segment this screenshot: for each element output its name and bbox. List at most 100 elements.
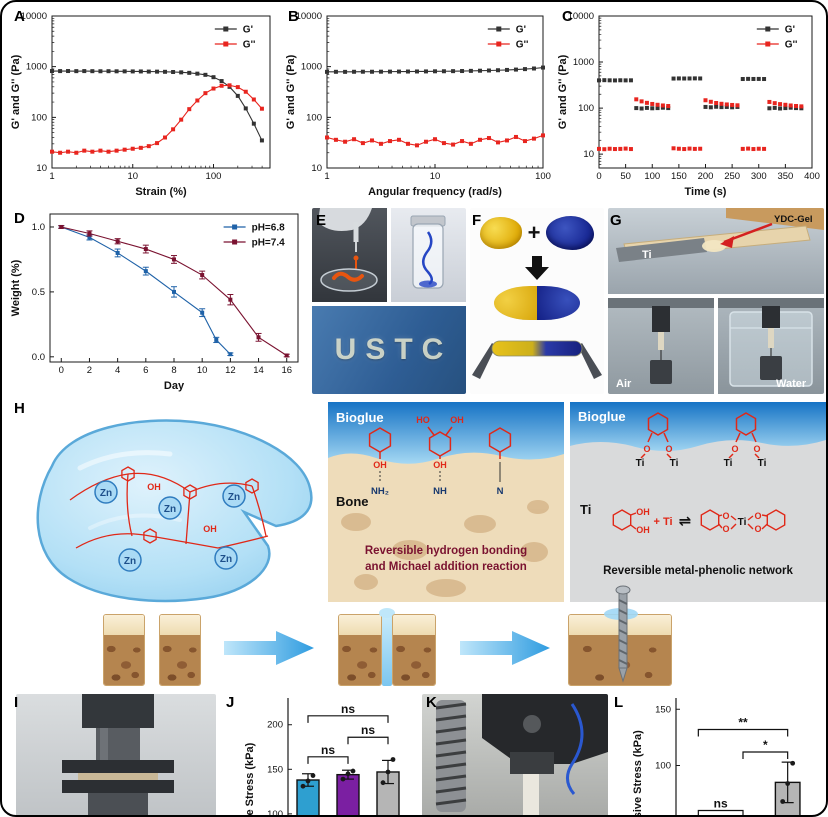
svg-text:16: 16 <box>281 365 292 376</box>
svg-text:*: * <box>763 738 768 752</box>
ti-interface-schematic: Bioglue Ti O O O O Ti Ti Ti Ti <box>570 402 826 602</box>
svg-text:300: 300 <box>751 171 767 182</box>
svg-text:100: 100 <box>578 103 594 114</box>
svg-text:150: 150 <box>267 764 283 775</box>
glued-bone-illustration <box>338 608 438 686</box>
svg-text:1: 1 <box>49 171 54 182</box>
sample-strip <box>523 774 539 815</box>
grip <box>510 752 554 774</box>
blue-gel-stream <box>422 231 433 286</box>
svg-text:NH: NH <box>433 486 447 497</box>
svg-text:O: O <box>722 511 729 521</box>
svg-text:O: O <box>753 444 760 454</box>
blue-gel-blob <box>546 216 595 250</box>
weight <box>760 356 782 380</box>
svg-text:10: 10 <box>127 171 138 182</box>
svg-text:G': G' <box>243 25 253 36</box>
panel-label-k: K <box>426 694 437 711</box>
lower-platen <box>62 780 174 793</box>
svg-text:0: 0 <box>59 365 64 376</box>
svg-text:Adhesive Stress (kPa): Adhesive Stress (kPa) <box>632 730 644 817</box>
svg-text:10: 10 <box>430 171 441 182</box>
compression-test-photo <box>16 694 216 815</box>
svg-text:14: 14 <box>253 365 264 376</box>
svg-text:12: 12 <box>225 365 236 376</box>
svg-text:Ti: Ti <box>636 458 645 469</box>
upper-platen <box>62 760 174 773</box>
bioglue-label: Bioglue <box>578 409 626 424</box>
svg-text:G' and G'' (Pa): G' and G'' (Pa) <box>285 54 297 129</box>
svg-text:G'': G'' <box>785 40 798 51</box>
adhesive-stress-comparison-chart: 050100150Adhesive Stress (kPa)ns*** <box>630 692 824 817</box>
zn-ion-badges: Zn Zn Zn Zn Zn <box>94 480 246 572</box>
ydc-gel-label: YDC-Gel <box>774 214 813 225</box>
svg-text:350: 350 <box>777 171 793 182</box>
injectable-gel-photos: USTC <box>312 208 466 394</box>
bone-fracture-illustration <box>103 614 203 686</box>
svg-text:8: 8 <box>171 365 176 376</box>
svg-text:1.0: 1.0 <box>32 222 45 233</box>
catechol-ti-bonds <box>640 412 760 459</box>
plus-ti-label: + Ti <box>653 516 672 528</box>
catechol-groups <box>368 426 512 459</box>
svg-text:O: O <box>754 524 761 534</box>
svg-text:Day: Day <box>164 380 185 392</box>
svg-text:OH: OH <box>147 482 161 492</box>
svg-text:OH: OH <box>636 525 650 535</box>
svg-text:O: O <box>754 511 761 521</box>
svg-text:Zn: Zn <box>220 554 232 565</box>
svg-text:4: 4 <box>115 365 120 376</box>
svg-text:2: 2 <box>87 365 92 376</box>
svg-text:O: O <box>643 444 650 454</box>
svg-text:200: 200 <box>698 171 714 182</box>
svg-text:G': G' <box>516 25 526 36</box>
bone-interface-schematic: Bioglue Bone OH HO OH OH NH₂ NH N <box>328 402 564 602</box>
svg-text:1000: 1000 <box>573 57 594 68</box>
panel-label-b: B <box>288 8 299 25</box>
panel-label-c: C <box>562 8 573 25</box>
panel-label-e: E <box>316 212 327 229</box>
svg-text:Adhesive Stress (kPa): Adhesive Stress (kPa) <box>244 742 256 817</box>
air-label: Air <box>616 378 632 390</box>
svg-text:ns: ns <box>714 797 728 811</box>
svg-text:10: 10 <box>583 149 594 160</box>
svg-text:Strain (%): Strain (%) <box>135 186 187 198</box>
injection-petri-photo <box>312 208 387 302</box>
panel-label-g: G <box>610 212 622 229</box>
ti-plate <box>616 238 707 262</box>
svg-text:Time (s): Time (s) <box>685 186 727 198</box>
wood-board <box>726 208 824 230</box>
svg-text:100: 100 <box>31 112 47 123</box>
svg-text:10: 10 <box>197 365 208 376</box>
svg-text:OH: OH <box>636 507 650 517</box>
svg-text:0.5: 0.5 <box>32 287 45 298</box>
metal-phenolic-reaction <box>612 509 786 531</box>
air-adhesion-photo: Air <box>608 298 714 394</box>
stretched-gel-photo <box>472 340 602 379</box>
ustc-gel-text: USTC <box>334 333 453 366</box>
yellow-gel-blob <box>479 217 522 249</box>
svg-text:Zn: Zn <box>164 504 176 515</box>
svg-text:100: 100 <box>206 171 222 182</box>
ti-substrate-label: Ti <box>580 502 591 517</box>
svg-text:10000: 10000 <box>296 11 322 22</box>
svg-text:Angular frequency (rad/s): Angular frequency (rad/s) <box>368 186 502 198</box>
bioglue-label: Bioglue <box>336 410 384 425</box>
svg-text:100: 100 <box>267 809 283 817</box>
orange-gel <box>332 271 364 282</box>
bone-mechanism-caption-1: Reversible hydrogen bonding <box>365 545 527 557</box>
svg-text:G' and G'' (Pa): G' and G'' (Pa) <box>557 54 569 129</box>
tension-test-photo <box>422 694 608 815</box>
svg-text:Zn: Zn <box>124 556 136 567</box>
svg-text:400: 400 <box>804 171 820 182</box>
svg-text:N: N <box>497 486 504 497</box>
clamp <box>652 306 670 332</box>
svg-text:G' and G'' (Pa): G' and G'' (Pa) <box>10 54 22 129</box>
vial <box>412 223 444 289</box>
svg-text:G'': G'' <box>516 40 529 51</box>
ti-bone-glued-photo: Ti YDC-Gel <box>608 208 824 294</box>
svg-text:Ti: Ti <box>758 458 767 469</box>
